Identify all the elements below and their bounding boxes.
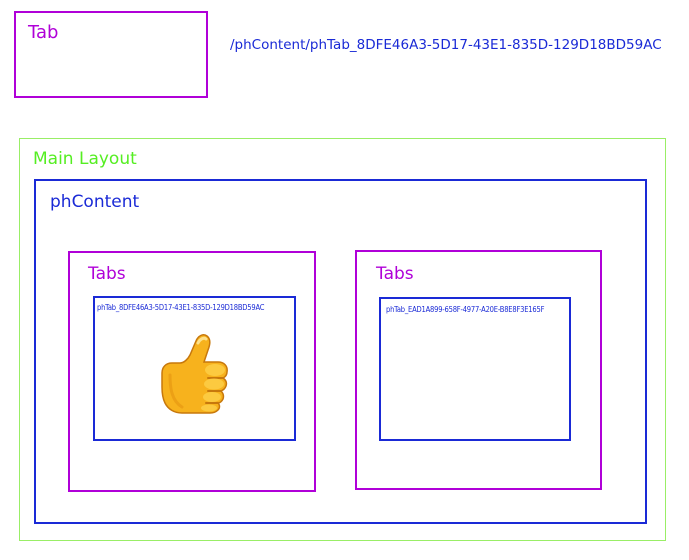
placeholder-path-text: /phContent/phTab_8DFE46A3-5D17-43E1-835D…: [230, 37, 662, 53]
tabs-container-right: Tabs: [355, 250, 602, 490]
main-layout-label: Main Layout: [33, 149, 137, 169]
main-layout-box: Main Layout: [19, 138, 666, 541]
tabs-container-left: Tabs: [68, 251, 316, 492]
tab-content-label-left: phTab_8DFE46A3-5D17-43E1-835D-129D18BD59…: [97, 303, 265, 312]
tab-content-right: phTab_EAD1A899-658F-4977-A20E-B8E8F3E165…: [379, 297, 571, 441]
tab-content-label-right: phTab_EAD1A899-658F-4977-A20E-B8E8F3E165…: [386, 305, 545, 314]
thumbs-up-icon: [161, 334, 228, 414]
ph-content-box: phContent: [34, 179, 647, 524]
tab-content-left: phTab_8DFE46A3-5D17-43E1-835D-129D18BD59…: [93, 296, 296, 441]
tabs-label-right: Tabs: [376, 264, 414, 284]
tabs-label-left: Tabs: [88, 264, 126, 284]
tab-legend-box: Tab: [14, 11, 208, 98]
ph-content-label: phContent: [50, 192, 140, 212]
tab-legend-label: Tab: [28, 22, 59, 43]
